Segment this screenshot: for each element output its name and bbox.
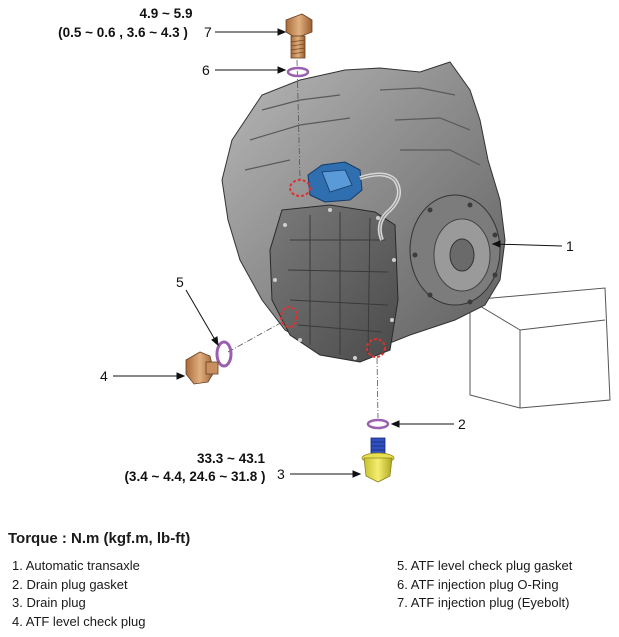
atf-level-check-plug xyxy=(185,351,219,385)
transaxle-diagram: 4.9 ~ 5.9 (0.5 ~ 0.6 , 3.6 ~ 4.3 ) 33.3 … xyxy=(58,6,611,484)
legend-item-4: 4. ATF level check plug xyxy=(12,613,146,629)
callout-1: 1 xyxy=(566,238,574,254)
torque-injection-plug-kgf-lb: (0.5 ~ 0.6 , 3.6 ~ 4.3 ) xyxy=(58,25,188,40)
torque-drain-plug-kgf-lb: (3.4 ~ 4.4, 24.6 ~ 31.8 ) xyxy=(124,469,265,484)
legend-list-right: 5. ATF level check plug gasket 6. ATF in… xyxy=(397,557,572,613)
callout-5: 5 xyxy=(176,274,184,290)
injection-plug-location xyxy=(289,179,311,197)
torque-drain-plug-nm: 33.3 ~ 43.1 xyxy=(197,451,265,466)
callout-7: 7 xyxy=(204,24,212,40)
leader-lines xyxy=(113,28,563,478)
atf-injection-plug-eyebolt xyxy=(285,13,313,59)
callout-2: 2 xyxy=(458,416,466,432)
legend-list-left: 1. Automatic transaxle 2. Drain plug gas… xyxy=(12,557,145,631)
callout-4: 4 xyxy=(100,368,108,384)
legend-item-7: 7. ATF injection plug (Eyebolt) xyxy=(397,595,570,610)
legend-item-5: 5. ATF level check plug gasket xyxy=(397,558,573,573)
legend-item-6: 6. ATF injection plug O-Ring xyxy=(397,576,559,592)
automatic-transaxle xyxy=(221,61,506,363)
callout-6: 6 xyxy=(202,62,210,78)
mount-bracket-outline xyxy=(469,287,611,409)
alignment-lines xyxy=(227,59,379,419)
atf-level-check-plug-gasket xyxy=(215,340,233,368)
drain-plug-gasket xyxy=(366,418,390,430)
legend-item-1: 1. Automatic transaxle xyxy=(12,558,140,573)
drain-plug xyxy=(361,437,395,483)
legend-item-3: 3. Drain plug xyxy=(12,595,86,610)
torque-injection-plug-nm: 4.9 ~ 5.9 xyxy=(140,6,193,21)
legend-item-2: 2. Drain plug gasket xyxy=(12,576,128,592)
legend-title: Torque : N.m (kgf.m, lb-ft) xyxy=(8,530,191,547)
seal-location-markers xyxy=(280,179,386,358)
drain-plug-location xyxy=(366,338,386,358)
level-check-plug-location xyxy=(280,306,298,328)
callout-3: 3 xyxy=(277,466,285,482)
atf-injection-plug-o-ring xyxy=(286,66,310,78)
